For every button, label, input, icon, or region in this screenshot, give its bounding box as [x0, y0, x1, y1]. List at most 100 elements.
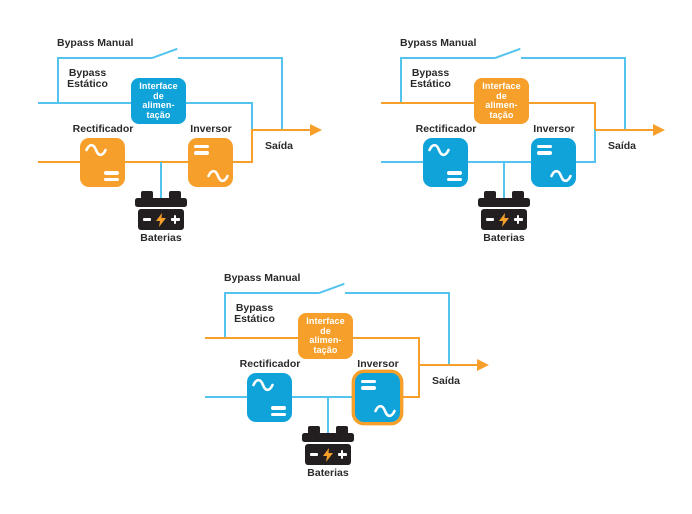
inverter-output-line: [231, 160, 252, 164]
ac-wave-icon: [252, 378, 274, 392]
equals-bar: [194, 151, 209, 155]
ups-diagram-3: Interface de alimen- tação Bypass Manual…: [197, 263, 497, 493]
ac-wave-icon: [207, 169, 229, 183]
ups-diagram-2: Interface de alimen- tação Bypass Manual…: [373, 28, 673, 258]
inverter-label: Inversor: [357, 358, 399, 370]
bypass-manual-drop-line: [623, 56, 626, 132]
equals-bar: [271, 406, 286, 410]
ac-wave-icon: [85, 143, 107, 157]
output-arrowhead-icon: [310, 123, 322, 136]
ac-wave-icon: [374, 404, 396, 418]
switch-blade-icon: [151, 47, 178, 59]
equals-bar: [537, 145, 552, 149]
minus-icon: [142, 218, 151, 221]
battery-terminal: [484, 191, 496, 199]
ac-wave-icon: [252, 378, 274, 392]
equals-bar: [104, 177, 119, 181]
rectifier-label: Rectificador: [239, 358, 301, 370]
output-line: [595, 128, 654, 132]
equals-bar: [104, 171, 119, 175]
equals-bar: [537, 151, 552, 155]
lightning-bolt-icon: [498, 212, 509, 227]
equals-bar: [447, 177, 462, 181]
plus-icon: [513, 215, 523, 224]
equals-bar: [194, 145, 209, 149]
output-label: Saída: [264, 140, 293, 152]
interface-box-label: Interface de alimen- tação: [482, 81, 521, 120]
bypass-manual-line: [178, 56, 283, 60]
bypass-manual-label: Bypass Manual: [400, 37, 477, 49]
ac-wave-icon: [374, 404, 396, 418]
dc-equals-icon: [194, 145, 209, 155]
bypass-estatico-label: Bypass Estático: [67, 67, 108, 90]
bypass-manual-line: [345, 291, 450, 295]
dc-equals-icon: [104, 171, 119, 181]
ac-wave-icon: [85, 143, 107, 157]
ac-wave-icon: [428, 143, 450, 157]
battery-line: [326, 397, 330, 435]
bypass-manual-line: [58, 56, 152, 60]
equals-bar: [447, 171, 462, 175]
bypass-feed-line: [399, 56, 403, 105]
output-arrowhead-icon: [477, 358, 489, 371]
batteries-label: Baterias: [307, 467, 349, 479]
dc-equals-icon: [271, 406, 286, 416]
mains-input-line: [205, 395, 249, 399]
dc-equals-icon: [447, 171, 462, 181]
inverter-box: [188, 138, 233, 187]
bypass-manual-line: [521, 56, 626, 60]
output-label: Saída: [607, 140, 636, 152]
inverter-junction-line: [417, 363, 420, 399]
rectifier-label: Rectificador: [415, 123, 477, 135]
dc-equals-icon: [537, 145, 552, 155]
battery-terminal: [336, 426, 348, 434]
inverter-output-line: [398, 395, 419, 399]
inverter-output-line: [574, 160, 595, 164]
ac-wave-icon: [428, 143, 450, 157]
battery-line: [502, 162, 506, 200]
inverter-box-highlighted: [355, 373, 400, 422]
battery-terminal: [141, 191, 153, 199]
bypass-estatico-label: Bypass Estático: [234, 302, 275, 325]
bypass-manual-line: [401, 56, 495, 60]
battery-terminal: [169, 191, 181, 199]
interface-box: Interface de alimen- tação: [474, 78, 529, 124]
lightning-bolt-icon: [155, 212, 166, 227]
bypass-estatico-label: Bypass Estático: [410, 67, 451, 90]
switch-blade-icon: [318, 282, 345, 294]
lightning-bolt-icon: [498, 212, 509, 227]
battery-line: [159, 162, 163, 200]
batteries-label: Baterias: [140, 232, 182, 244]
output-label: Saída: [431, 375, 460, 387]
interface-output-line: [593, 101, 596, 132]
dc-equals-icon: [361, 380, 376, 390]
output-line: [419, 363, 478, 367]
bypass-manual-label: Bypass Manual: [224, 272, 301, 284]
battery-body: [138, 209, 184, 230]
batteries-label: Baterias: [483, 232, 525, 244]
minus-icon: [309, 453, 318, 456]
battery-body: [305, 444, 351, 465]
equals-bar: [271, 412, 286, 416]
dc-link-line: [290, 395, 357, 399]
mains-input-line: [38, 160, 82, 164]
lightning-bolt-icon: [322, 447, 333, 462]
mains-input-line: [381, 160, 425, 164]
bypass-feed-line: [56, 56, 60, 105]
inverter-box: [531, 138, 576, 187]
battery-body: [481, 209, 527, 230]
rectifier-box: [80, 138, 125, 187]
rectifier-label: Rectificador: [72, 123, 134, 135]
battery-terminal: [308, 426, 320, 434]
plus-icon: [337, 450, 347, 459]
bypass-manual-line: [225, 291, 319, 295]
bypass-manual-label: Bypass Manual: [57, 37, 134, 49]
plus-icon: [170, 215, 180, 224]
interface-box-label: Interface de alimen- tação: [306, 316, 345, 355]
ac-wave-icon: [550, 169, 572, 183]
inverter-junction-line: [250, 128, 253, 164]
battery-lid: [135, 198, 187, 207]
lightning-bolt-icon: [322, 447, 333, 462]
ac-wave-icon: [207, 169, 229, 183]
